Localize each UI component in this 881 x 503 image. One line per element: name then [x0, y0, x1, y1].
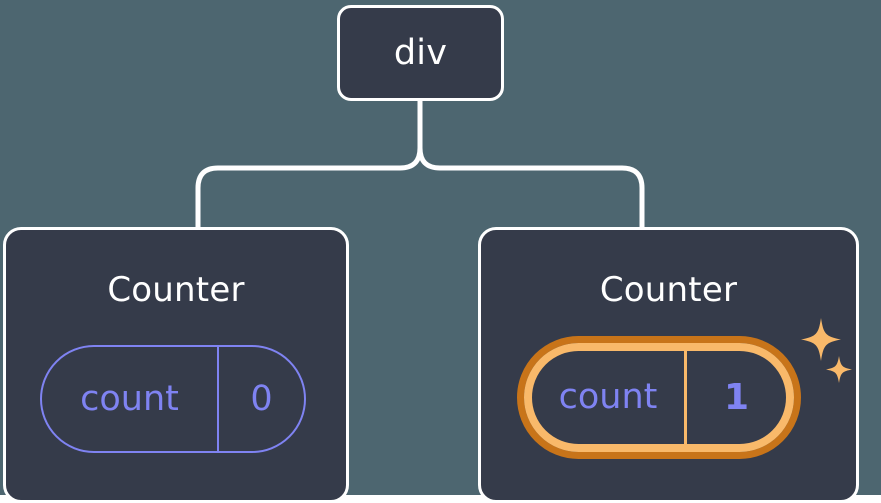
- state-pill-right-value: 1: [723, 376, 750, 418]
- node-root-label: div: [393, 32, 448, 73]
- state-pill-left-wrapper: count 0: [40, 345, 306, 453]
- state-pill-right-wrapper: count 1: [517, 336, 801, 459]
- state-pill-left-key: count: [42, 347, 219, 451]
- node-root-div[interactable]: div: [337, 5, 504, 101]
- edge-branch-to-right-child: [417, 145, 645, 231]
- state-pill-right-highlighted[interactable]: count 1: [517, 336, 801, 459]
- state-pill-left-value: 0: [250, 378, 273, 419]
- state-pill-right-inner: count 1: [524, 343, 794, 452]
- state-pill-right-key: count: [532, 351, 687, 444]
- state-pill-left[interactable]: count 0: [40, 345, 306, 453]
- edge-branch-to-left-child: [195, 145, 423, 231]
- node-counter-right-label: Counter: [599, 270, 738, 310]
- node-counter-left-label: Counter: [107, 270, 245, 310]
